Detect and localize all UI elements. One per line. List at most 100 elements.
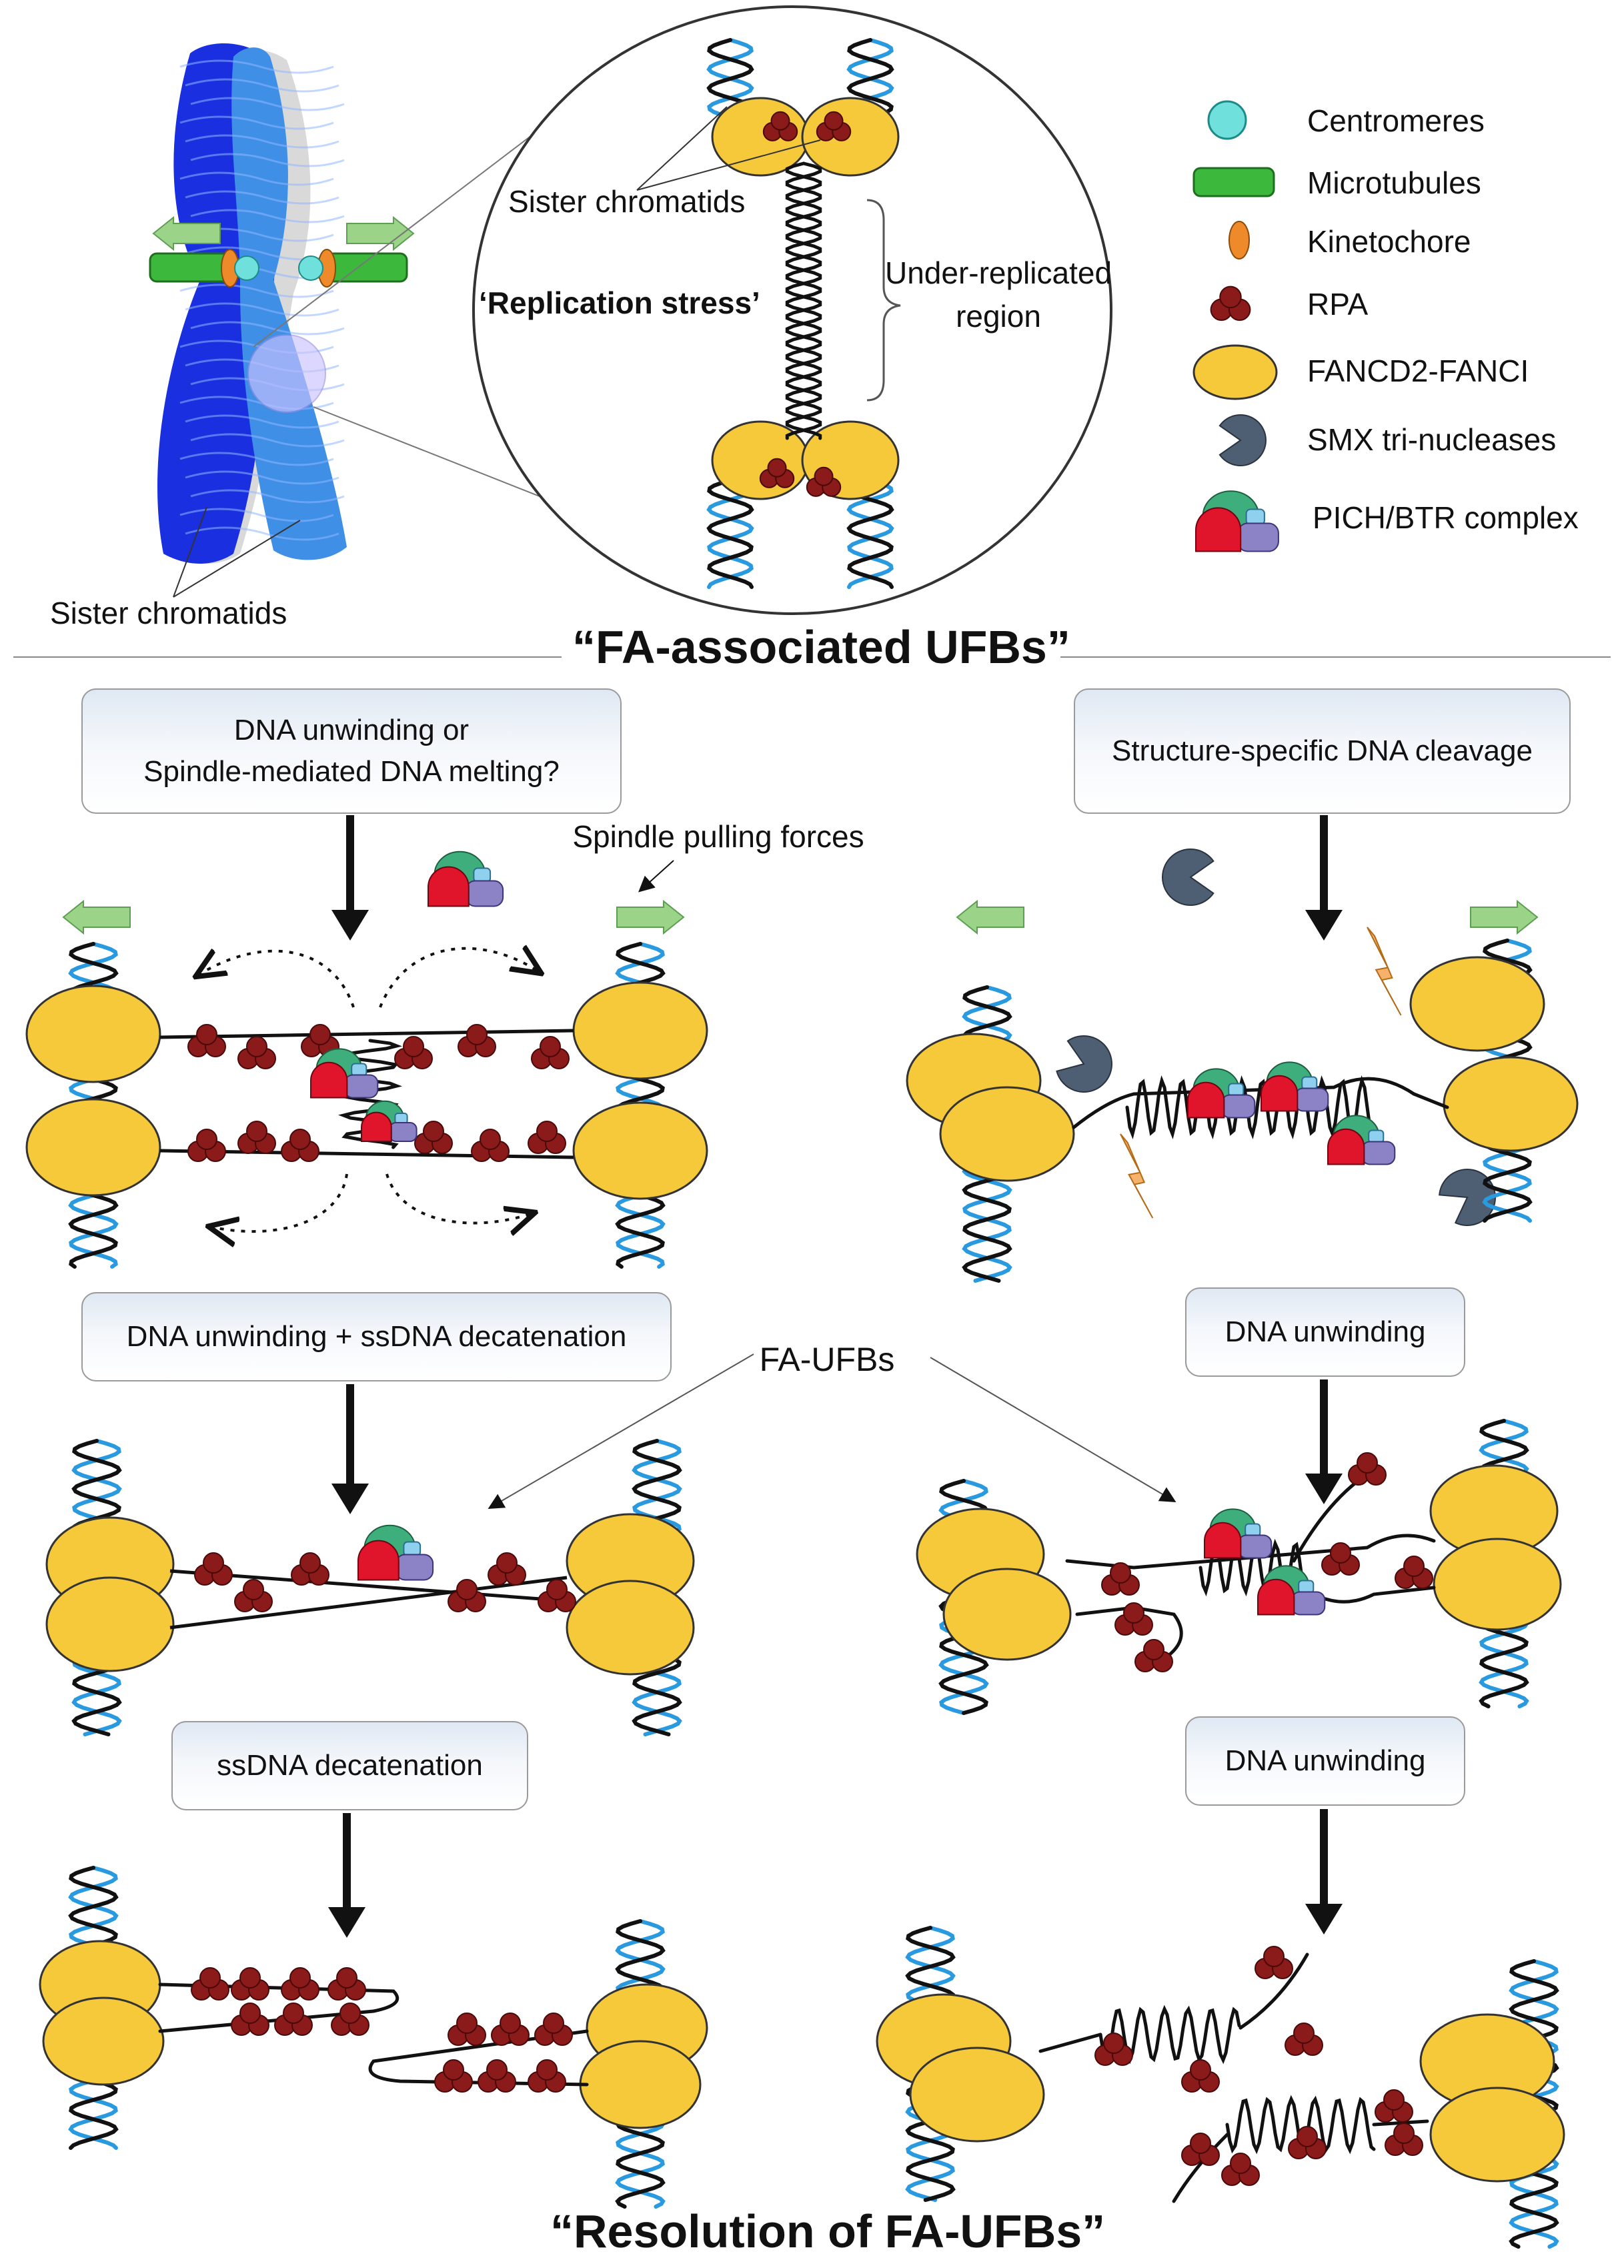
rpa-icon [291,1552,329,1586]
dna-strand [1098,2005,1241,2065]
rpa-icon [1255,1946,1293,1979]
blm-subunit [1187,1081,1225,1119]
dna-strand [1509,1959,1559,2249]
fancd2-fanci-dimer [566,1580,695,1676]
pich-btr-icon [310,1048,379,1099]
zoom-region-marker [247,334,326,413]
rpa-subunit [824,111,844,131]
btr-subunit [395,1554,434,1581]
rpa-subunit [203,1552,224,1574]
fancd2-fanci-dimer [42,1997,165,2086]
rpa-icon [1210,286,1251,322]
arrow-head [331,910,369,941]
chromatin-loop [179,508,334,522]
arrow-head [331,1484,369,1514]
fa-ufbs-pointer [930,1357,1176,1503]
rpa-subunit [496,1552,518,1574]
rpa-icon [488,1552,526,1586]
section-title-resolution: “Resolution of FA-UFBs” [550,2205,1106,2257]
dna-strand [846,38,894,122]
fancd2-fanci-dimer [572,981,708,1080]
rpa-subunit [500,2013,521,2034]
btr-subunit [1221,1094,1256,1119]
rpa-subunit [466,1024,488,1045]
fa-ufbs-pointer [488,1353,754,1510]
pich-btr-icon [1195,490,1279,552]
rpa-subunit [536,1121,558,1142]
ssdna-strand [368,2029,589,2087]
rpa-icon [1101,1562,1140,1596]
pich-btr-icon [1261,1061,1329,1112]
chromatin-loop [179,284,334,298]
rmi-subunit [1301,1076,1318,1091]
smx-icon [1056,1035,1112,1093]
btr-subunit [1295,1087,1329,1112]
spindle-pulling-label: Spindle pulling forces [572,819,864,854]
zoom-inset [253,5,1112,615]
ssdna-strand [1038,2033,1102,2053]
blm-subunit [361,1111,392,1142]
rpa-icon [1321,1542,1360,1576]
rpa-subunit [1403,1556,1425,1577]
fancd2-fanci-dimer [45,1576,175,1672]
step-box-structure-specific-cleavage: Structure-specific DNA cleavage [1074,688,1571,814]
step-box-unwinding-right-low: DNA unwinding [1185,1716,1465,1806]
blm-subunit [1195,507,1242,552]
rpa-subunit [309,1024,331,1045]
fancd2-fanci-dimer [572,1101,708,1200]
rpa-subunit [540,1036,561,1057]
chromatin-loop [190,433,345,448]
smx-icon [1161,848,1214,906]
centromere-right [298,255,323,281]
btr-subunit [344,1074,379,1099]
rpa-subunit [1393,2123,1415,2144]
rpa-subunit [480,1129,501,1150]
arrow-head [1305,1904,1343,1934]
rpa-subunit [456,1579,478,1600]
rpa-subunit [403,1036,424,1057]
rpa-subunit [289,1129,311,1150]
rpa-icon [1395,1556,1433,1589]
rmi-subunit [1245,508,1265,526]
rpa-icon [234,1579,273,1612]
rpa-icon [231,1967,269,2001]
ssdna-strand [1065,1534,1436,1570]
rpa-subunit [1330,1542,1351,1564]
rpa-icon [471,1129,510,1162]
chromatin-loop [179,115,334,130]
rpa-icon [274,2003,313,2036]
rpa-icon [187,1129,226,1162]
ssdna-strand [1172,2133,1229,2203]
rpa-icon [434,2059,473,2093]
rpa-subunit [299,1552,321,1574]
chromatin-loop [190,489,345,504]
fancd2-fanci-dimer [25,985,161,1083]
chromatin-loop [190,97,345,111]
ssdna-strand [159,1029,574,1039]
fancd2-fanci-dimer [579,2040,702,2129]
chromatin-loop [179,396,334,410]
rpa-subunit [239,1967,261,1989]
rpa-icon [194,1552,233,1586]
fancd2-fanci-dimer [1433,1538,1562,1631]
spindle-force-arrow [1470,899,1539,935]
under-replicated-label-1: Under-replicated [885,255,1112,290]
rpa-subunit [770,111,790,131]
fancd2-fanci-dimer [801,97,900,177]
process-arrow [1305,815,1343,941]
rpa-icon [1134,1639,1173,1672]
panel-left-1 [25,815,708,1269]
rpa-icon [187,1024,226,1057]
replication-stress-label: ‘Replication stress’ [479,286,760,320]
chromatin-loop [190,321,345,336]
chromatin-loop [185,190,339,205]
process-arrow [331,815,369,941]
rpa-subunit [289,1967,311,1989]
rpa-subunit [1357,1452,1378,1474]
rpa-icon [491,2013,530,2046]
dotted-force-arrow [213,1173,348,1231]
btr-subunit [1291,1591,1326,1616]
legend-label-smx: SMX tri-nucleases [1307,422,1556,457]
fa-ufbs-label: FA-UFBs [760,1341,895,1378]
